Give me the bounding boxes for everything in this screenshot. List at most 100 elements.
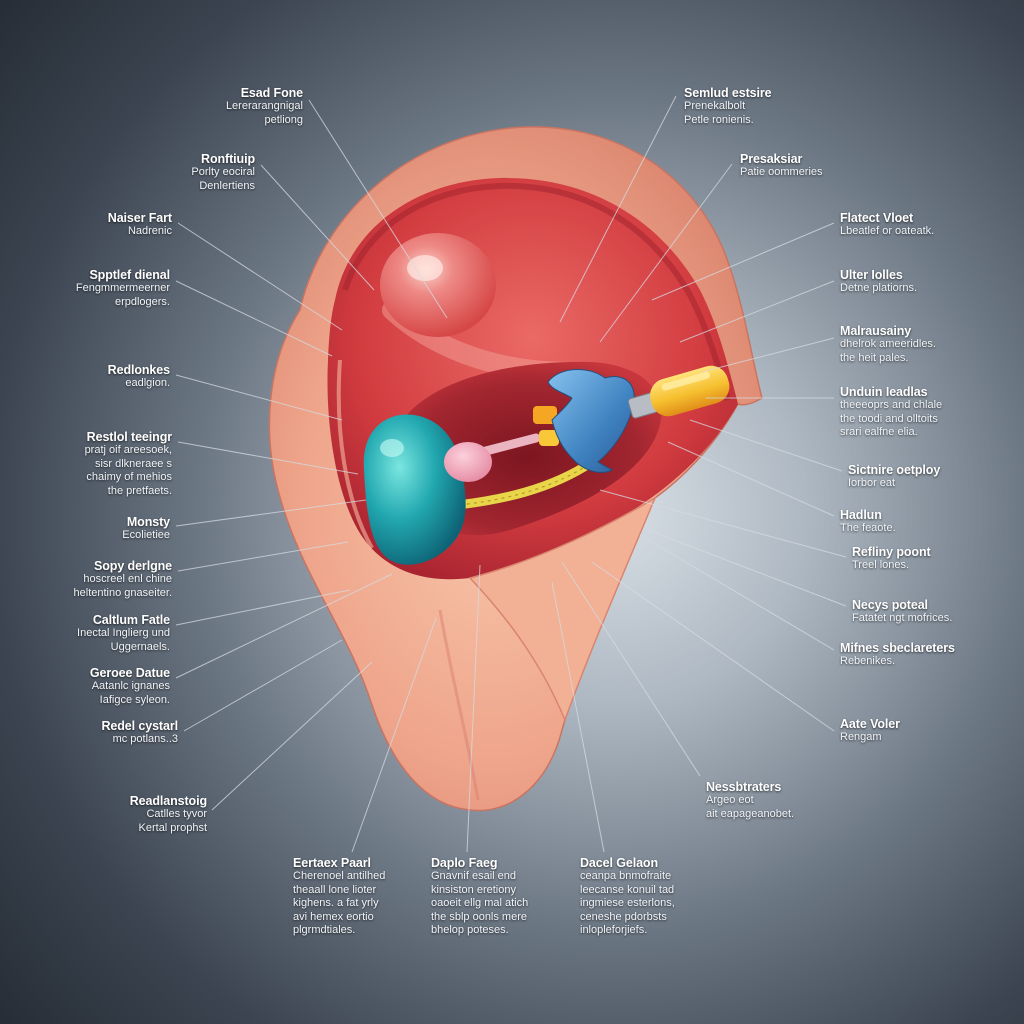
leader-line [559,95,677,323]
pink-bulb [444,442,492,482]
bump-highlight [407,255,443,281]
callout-title: Esad Fone [240,86,303,100]
pink-tube [477,433,541,457]
callout-text: Denlertiens [199,179,255,192]
callout-text: ceneshe pdorbsts [580,910,667,923]
leader-line [211,661,373,811]
cylinder-highlight [661,371,711,391]
callout-title: Aate Voler [840,717,900,731]
callout-text: petliong [264,113,303,126]
callout-text: the heit pales. [840,351,909,364]
teal-highlight [380,439,404,457]
callout-text: pratj oif areesoek, [84,444,172,456]
leader-line [591,561,835,732]
callout-title: Semlud estsire [684,86,772,100]
callout-text: Lererarangnigal [225,100,303,112]
callout-text: bhelop poteses. [431,924,509,936]
leader-line [177,222,343,331]
leader-line [651,222,835,301]
callout-text: Argeo eot [706,794,754,806]
callout-text: Petle ronienis. [684,113,754,126]
leader-line [175,589,351,626]
leader-line [599,163,733,343]
leader-line [561,561,701,777]
callout-title: Presaksiar [740,152,803,166]
yellow-cylinder [650,365,730,417]
callout-text: Iorbor eat [848,477,896,489]
leader-line [701,337,835,373]
callout-title: Refliny poont [852,545,931,559]
callout-text: the pretfaets. [107,484,172,497]
yellow-nerve [453,457,597,510]
leader-line [689,419,843,472]
callout-title: Sopy derlgne [94,559,172,573]
callout-title: Nessbtraters [706,780,782,794]
callout-title: Unduin Ieadlas [840,385,928,399]
callout-text: hoscreel enl chine [83,573,172,585]
orange-ossicle [533,406,557,424]
callout-title: Geroee Datue [89,666,170,680]
callout-title: Mifnes sbeclareters [840,641,955,655]
leader-line [175,280,333,357]
callout-text: Fengmmermeerner [75,282,170,294]
callout-text: heltentino gnaseiter. [73,586,172,599]
leader-line [175,374,343,421]
leader-line [647,529,847,607]
callout-text: Nadrenic [127,225,172,237]
callout-title: Readlanstoig [129,794,207,808]
callout-text: Rebenikes. [840,655,896,667]
leader-line [599,489,847,558]
callout-text: ait eapageanobet. [706,807,795,820]
callout-text: Fatatet ngt mofrices. [852,612,953,624]
callout-text: Aatanlc ignanes [91,680,170,692]
leader-line [177,541,349,572]
helix-shadow [342,182,731,401]
leader-line [308,99,448,319]
callout-title: Dacel Gelaon [580,856,658,870]
callout-text: Inectal Inglierg und [77,627,170,639]
callout-text: Treel lones. [852,559,910,571]
callout-title: Restlol teeingr [86,430,172,444]
callout-text: inlopleforjiefs. [580,924,648,936]
callout-text: erpdlogers. [114,295,170,308]
callout-text: eadlgion. [125,377,170,389]
callout-text: The feaote. [840,522,896,534]
antihelix-bump [380,233,496,337]
callout-title: Daplo Faeg [431,856,498,870]
callout-title: Redlonkes [107,363,170,377]
callout-text: Rengam [840,731,882,743]
callout-text: Ecolietiee [122,529,170,541]
callout-text: Porlty eociral [191,166,255,178]
callout-text: avi hemex eortio [293,910,374,923]
callout-text: oaoeit ellg mal atich [431,897,529,909]
callout-text: Detne platiorns. [840,282,918,294]
callout-text: kinsiston eretiony [431,883,516,896]
callout-title: Spptlef dienal [89,268,170,282]
leader-line [639,534,835,651]
leader-line [175,499,367,527]
callout-title: Eertaex Paarl [293,856,371,870]
callout-title: Ronftiuip [201,152,255,166]
leader-line [466,564,481,853]
callout-title: Redel cystarl [101,719,178,733]
callout-text: Lbeatlef or oateatk. [840,225,935,237]
leader-line [351,617,437,853]
